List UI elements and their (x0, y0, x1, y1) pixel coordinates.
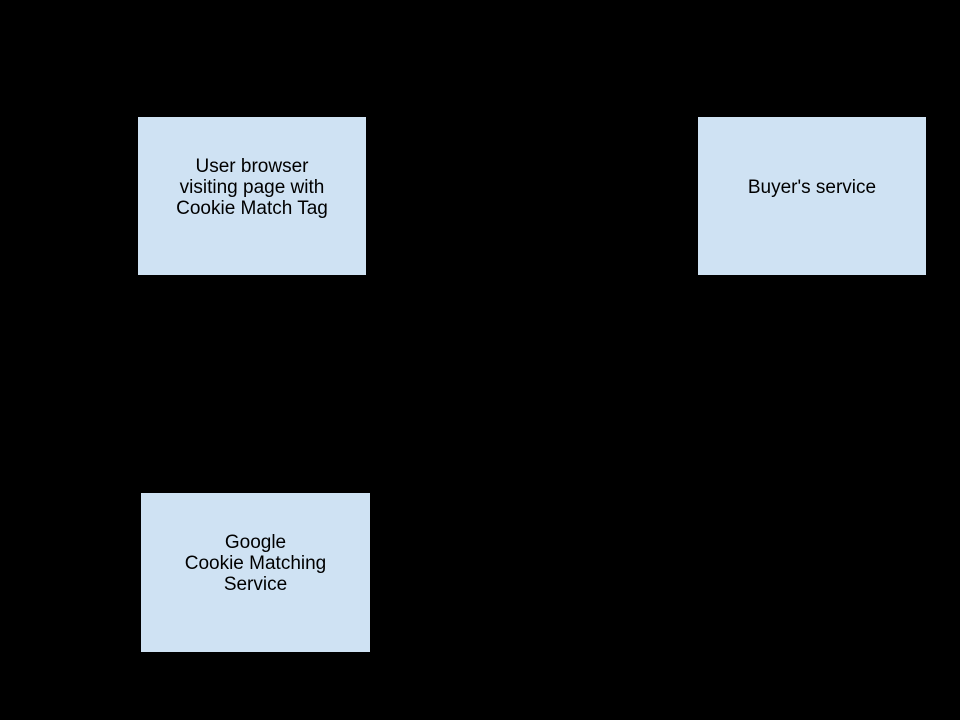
node-buyers-service: Buyer's service (696, 115, 928, 277)
node-user-browser-label: User browser visiting page with Cookie M… (176, 155, 328, 219)
node-buyers-service-label: Buyer's service (747, 176, 877, 198)
node-google-cookie-matching-service: Google Cookie Matching Service (139, 491, 372, 654)
node-user-browser: User browser visiting page with Cookie M… (136, 115, 368, 277)
node-google-cookie-matching-service-label: Google Cookie Matching Service (184, 532, 327, 595)
